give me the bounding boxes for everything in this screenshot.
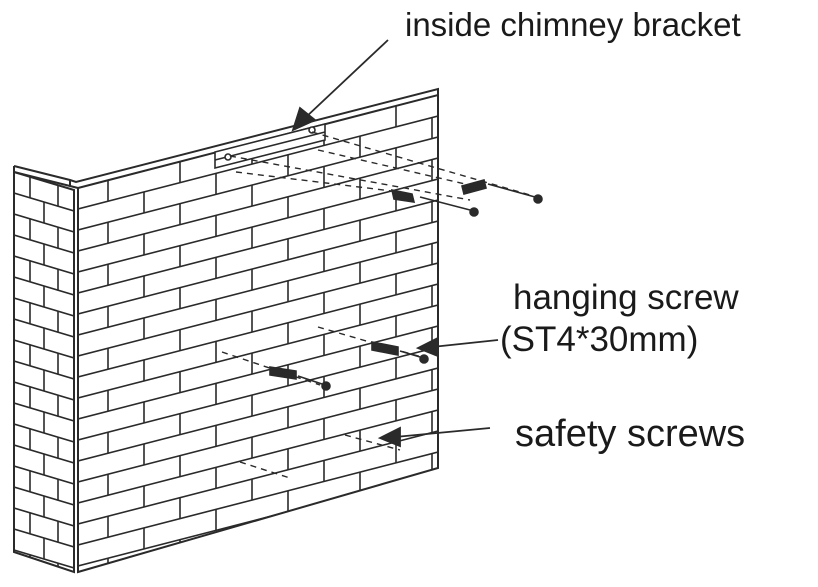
label-safety-screws: safety screws xyxy=(515,413,746,455)
side-brick-wall xyxy=(14,176,74,572)
chimney-bracket xyxy=(214,122,326,170)
front-brick-wall xyxy=(78,105,438,572)
leader-arrows xyxy=(291,39,499,448)
label-inside-chimney-bracket: inside chimney bracket xyxy=(405,6,741,43)
label-hanging-screw: hanging screw xyxy=(513,278,739,317)
label-hanging-screw-spec: (ST4*30mm) xyxy=(500,320,699,359)
screws-and-anchors xyxy=(269,179,543,391)
